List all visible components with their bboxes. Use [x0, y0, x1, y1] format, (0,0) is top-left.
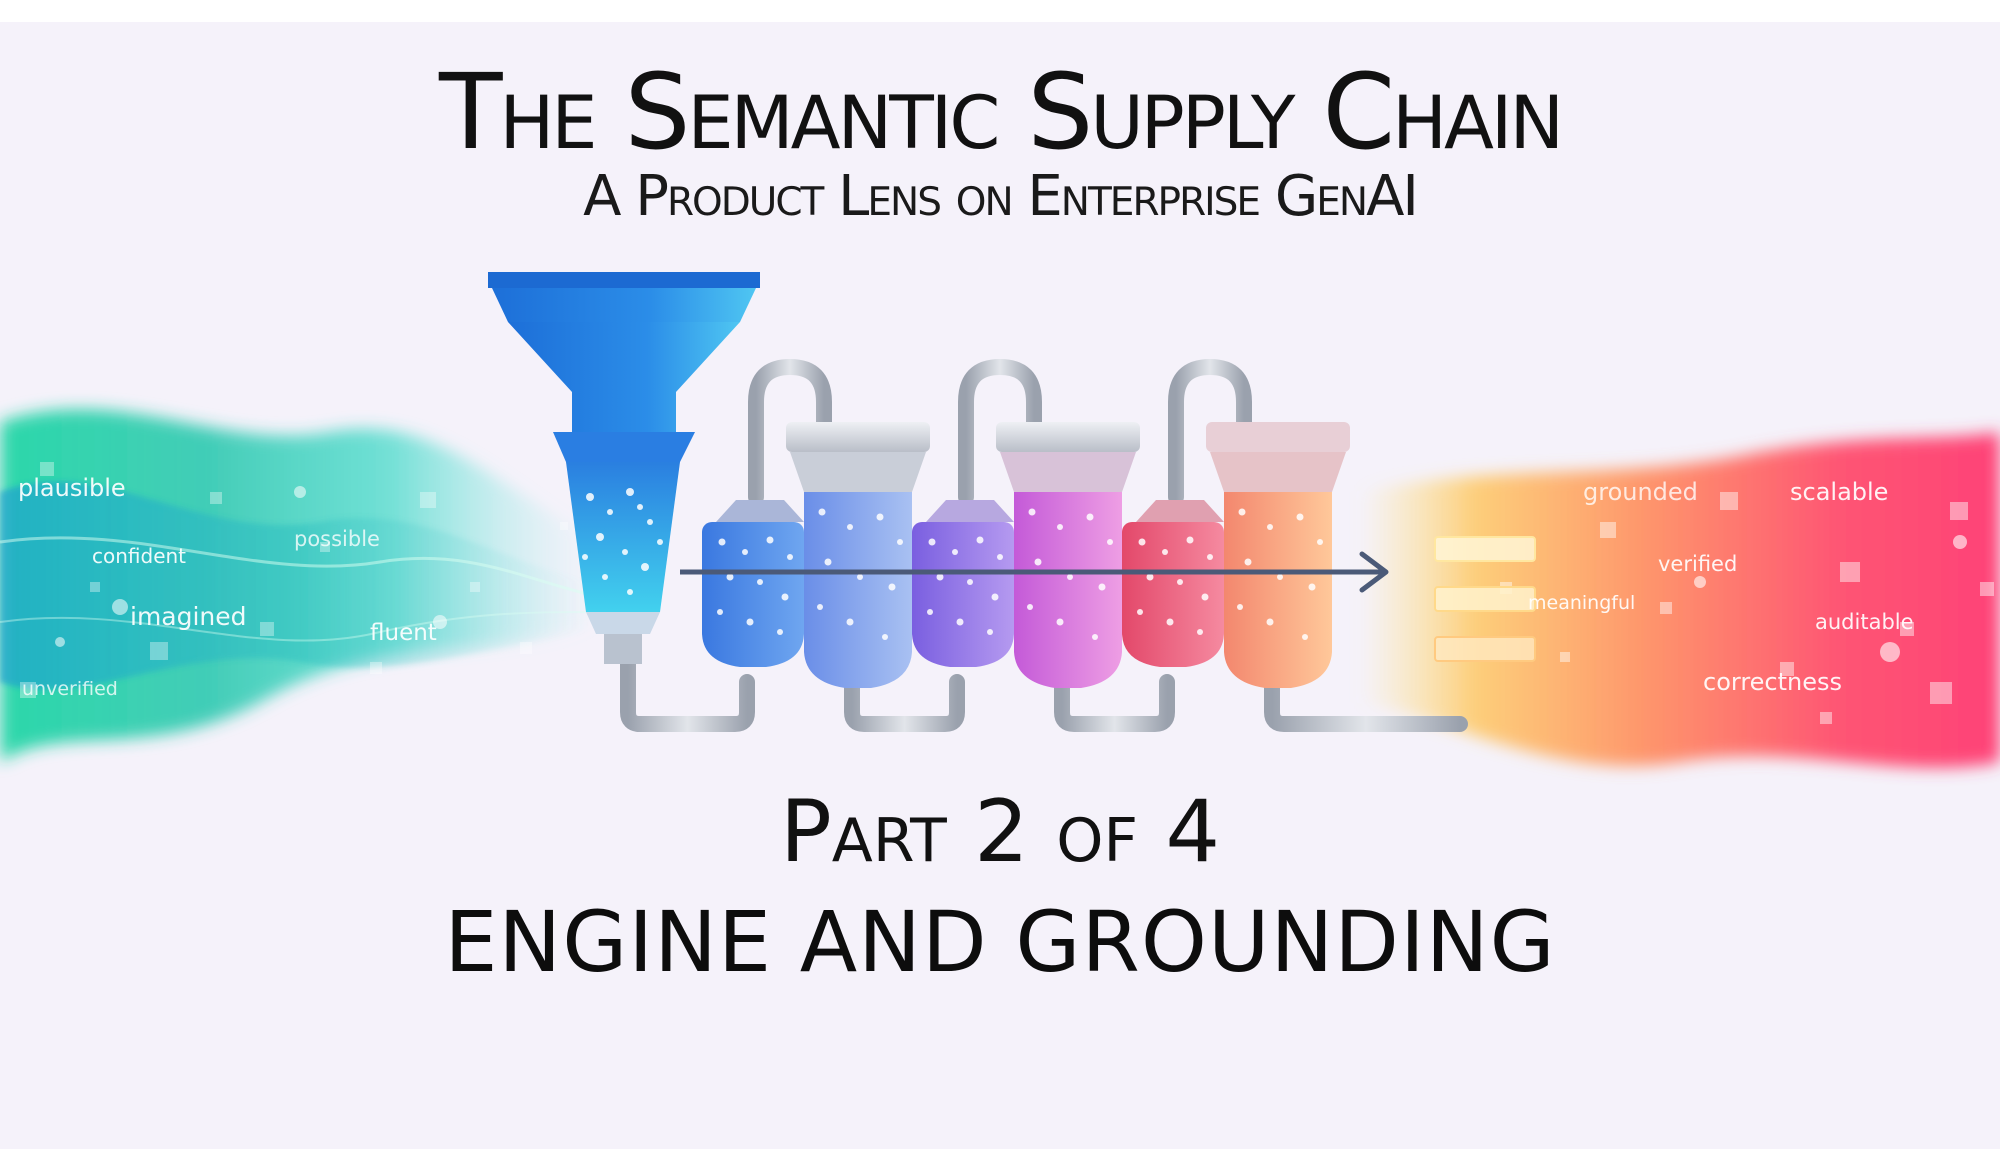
output-word: meaningful: [1528, 592, 1636, 614]
arrow-icon: [680, 551, 1389, 593]
output-word: scalable: [1790, 478, 1889, 506]
filter-tank-icon: [912, 500, 1014, 667]
output-word: verified: [1658, 552, 1738, 576]
part-number: 2: [974, 782, 1029, 882]
output-word: correctness: [1703, 668, 1843, 696]
document-lines-icon: [1434, 536, 1536, 662]
input-word: confident: [92, 544, 187, 568]
input-word: plausible: [18, 474, 126, 502]
filter-tank-icon: [1206, 422, 1350, 688]
input-word: unverified: [22, 678, 118, 700]
filter-tank-icon: [996, 422, 1140, 688]
cover-page: The Semantic Supply Chain A Product Lens…: [0, 22, 2000, 1149]
input-word: possible: [294, 527, 380, 551]
input-word: fluent: [370, 620, 437, 646]
part-indicator: Part 2 of 4: [0, 782, 2000, 882]
funnel-icon: [488, 272, 760, 664]
filter-tank-icon: [702, 500, 804, 667]
input-stream: [0, 409, 601, 762]
part-label: Part: [779, 782, 947, 882]
page-subtitle: A Product Lens on Enterprise GenAI: [583, 164, 1419, 229]
part-total: 4: [1165, 782, 1221, 882]
supply-chain-illustration: [0, 272, 2000, 768]
top-pipes: [748, 358, 1252, 505]
filter-tank-icon: [786, 422, 930, 688]
output-stream: [1360, 432, 2000, 768]
part-of: of: [1056, 782, 1138, 882]
output-word: auditable: [1815, 610, 1914, 634]
filter-tank-icon: [1122, 500, 1224, 667]
output-word: grounded: [1583, 478, 1698, 506]
input-word: imagined: [130, 602, 247, 631]
section-heading: ENGINE AND GROUNDING: [444, 893, 1556, 991]
filter-tanks: [702, 422, 1350, 688]
pipe-icon: [620, 654, 1468, 732]
page-title: The Semantic Supply Chain: [438, 51, 1564, 173]
